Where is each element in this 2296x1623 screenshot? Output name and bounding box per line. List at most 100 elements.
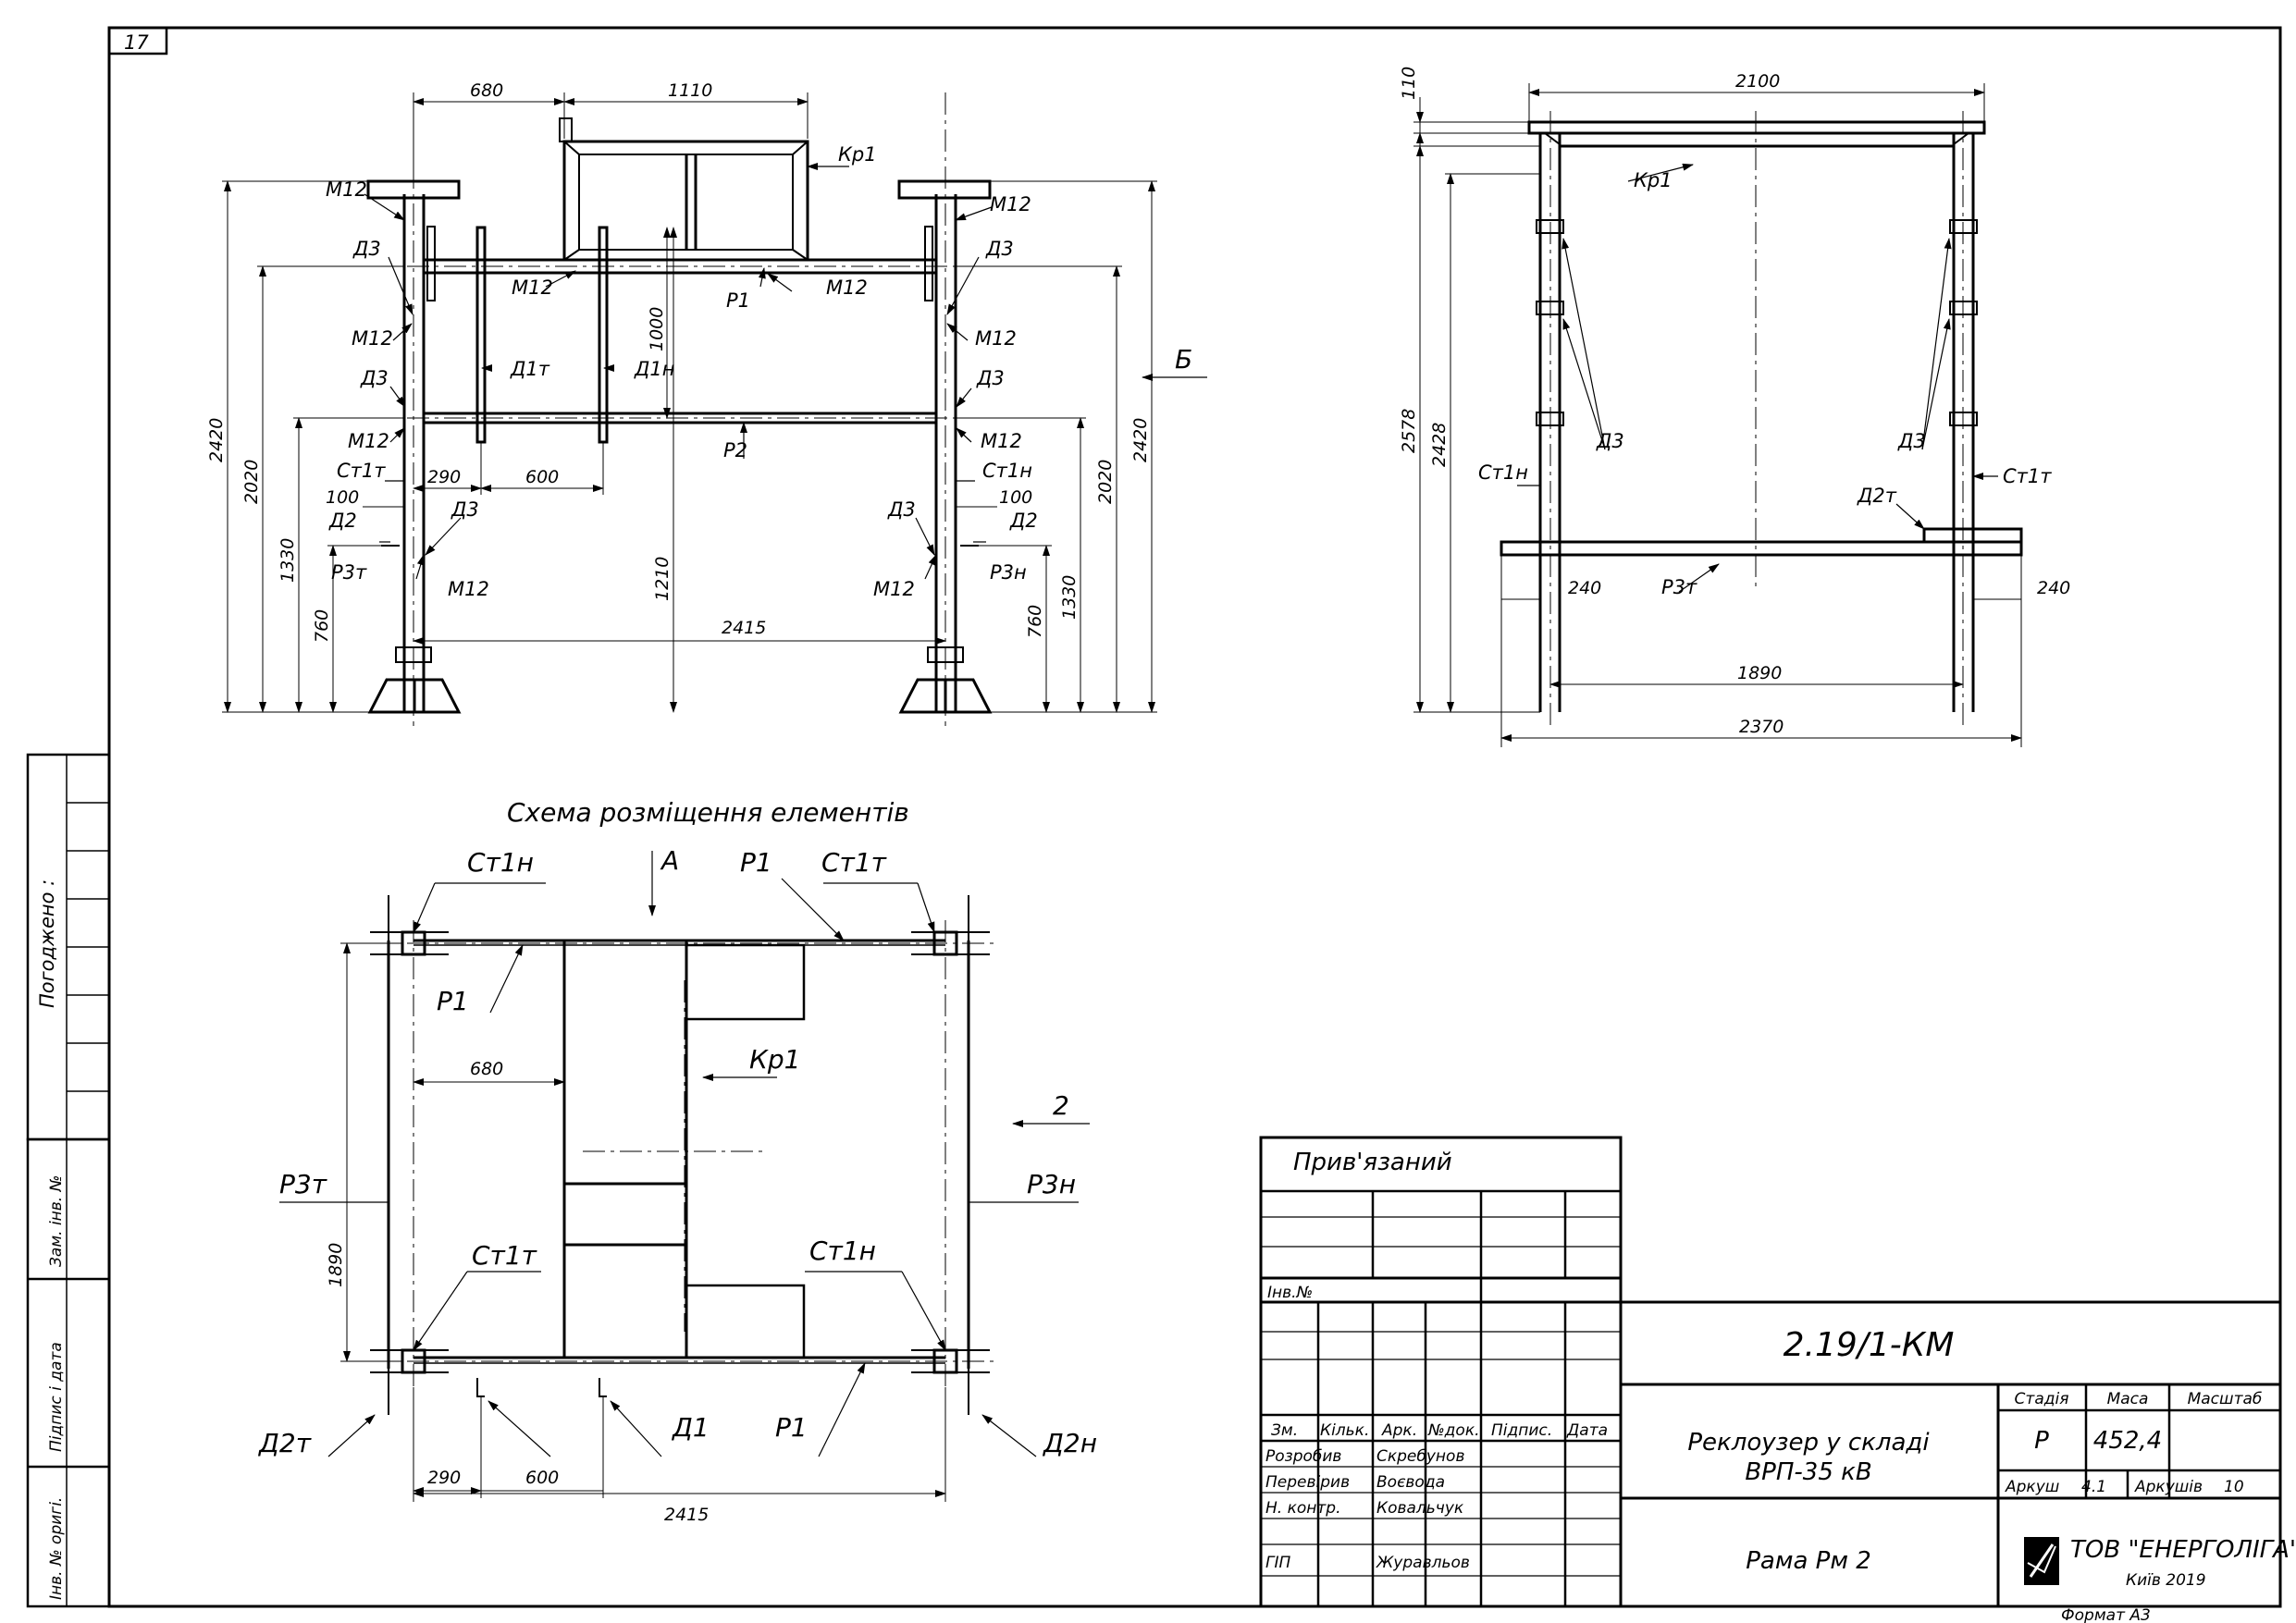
- tb-city-year: Київ 2019: [2126, 1571, 2206, 1590]
- tb-header-data: Дата: [1566, 1421, 1608, 1440]
- tb-header-zm: Зм.: [1271, 1421, 1298, 1440]
- pv-label-d2t: Д2т: [257, 1428, 312, 1458]
- sv-label-d2t: Д2т: [1857, 485, 1897, 507]
- fv-label-p3n: Р3н: [990, 561, 1027, 584]
- tb-row-role-0: Розробив: [1265, 1447, 1341, 1466]
- fv-label-view-b: Б: [1175, 344, 1192, 375]
- pv-dim-2415: 2415: [664, 1505, 709, 1525]
- tb-project-line1: Реклоузер у складі: [1687, 1429, 1930, 1457]
- plan-view-centerlines: [370, 920, 994, 1387]
- tb-sheets-total: 10: [2224, 1478, 2244, 1496]
- fv-label-m12-r4: М12: [873, 578, 915, 600]
- fv-label-st1t-l: Ст1т: [337, 460, 386, 482]
- company-logo: [2024, 1537, 2059, 1585]
- front-view-centerlines: [407, 92, 962, 726]
- fv-label-d3-tl: Д3: [352, 238, 381, 260]
- fv-label-d1t: Д1т: [510, 358, 550, 380]
- pv-label-st1t-bl: Ст1т: [472, 1240, 537, 1271]
- tb-linked: Прив'язаний: [1293, 1149, 1452, 1176]
- sv-label-st1t: Ст1т: [2003, 465, 2052, 487]
- tb-header-kilk: Кільк.: [1320, 1421, 1369, 1440]
- fv-dim-1330-left: 1330: [278, 538, 298, 583]
- tb-sheets-label: Аркушів: [2134, 1478, 2203, 1496]
- fv-label-d3-l3: Д3: [451, 498, 479, 521]
- fv-label-m12-l2: М12: [352, 327, 393, 350]
- side-view-dimension-lines: [1413, 83, 2022, 747]
- fv-label-d3-l2: Д3: [360, 367, 389, 389]
- pv-dim-1890: 1890: [326, 1243, 346, 1287]
- tb-row-name-0: Скребунов: [1376, 1447, 1464, 1466]
- tb-row-name-2: Ковальчук: [1376, 1499, 1464, 1518]
- fv-dim-100-left: 100: [326, 487, 359, 508]
- fv-dim-760-left: 760: [312, 609, 332, 643]
- pv-label-st1n-br: Ст1н: [809, 1236, 876, 1266]
- sheet-format: Формат А3: [2061, 1606, 2151, 1623]
- tb-drawing-title: Рама Рм 2: [1746, 1547, 1871, 1575]
- fv-dim-1330-right: 1330: [1059, 575, 1080, 620]
- pv-dim-290: 290: [427, 1468, 461, 1488]
- front-view-dimension-lines: [222, 92, 1157, 713]
- side-view-leaders: [1517, 163, 1998, 593]
- fv-label-d1n: Д1н: [634, 358, 675, 380]
- fv-label-kr1: Кр1: [838, 143, 877, 166]
- fv-label-st1n-r: Ст1н: [982, 460, 1032, 482]
- fv-label-m12-tr: М12: [990, 193, 1031, 215]
- fv-dim-1000: 1000: [647, 307, 667, 351]
- fv-dim-2420-left: 2420: [206, 418, 227, 462]
- side-view-centerlines: [1549, 111, 1964, 731]
- fv-label-m12-mid-r: М12: [826, 277, 868, 299]
- fv-label-p3t: Р3т: [331, 561, 367, 584]
- fv-label-m12-r3: М12: [981, 430, 1022, 452]
- tb-row-name-4: Журавльов: [1376, 1554, 1470, 1572]
- fv-label-d3-r2: Д3: [976, 367, 1005, 389]
- front-view-leaders: [364, 163, 1207, 580]
- fv-label-d2-l: Д2: [328, 510, 357, 532]
- fv-label-p2: Р2: [723, 439, 747, 461]
- pv-label-p1-bot: Р1: [775, 1412, 808, 1443]
- fv-dim-1210: 1210: [652, 557, 673, 601]
- tb-stage-label: Стадія: [2015, 1390, 2069, 1408]
- sv-dim-240-left: 240: [1568, 578, 1601, 598]
- fv-label-m12-tl: М12: [326, 178, 367, 201]
- sv-label-d3-left: Д3: [1596, 430, 1624, 452]
- tb-stage: Р: [2034, 1427, 2049, 1455]
- fv-dim-290: 290: [427, 467, 461, 487]
- sv-label-d3-right: Д3: [1897, 430, 1926, 452]
- pv-label-st1n-tl: Ст1н: [467, 847, 534, 878]
- pv-dim-680: 680: [470, 1059, 503, 1079]
- fv-dim-1110: 1110: [668, 80, 712, 101]
- pv-label-st1t-tr: Ст1т: [821, 847, 887, 878]
- tb-header-pidpys: Підпис.: [1491, 1421, 1552, 1440]
- tb-company: ТОВ "ЕНЕРГОЛІГА": [2070, 1536, 2296, 1564]
- tb-mass: 452,4: [2093, 1427, 2162, 1455]
- sign-date-label: Підпис і дата: [47, 1342, 66, 1452]
- left-stamp: [26, 753, 111, 1608]
- tb-row-name-1: Воєвода: [1376, 1473, 1445, 1492]
- plan-view-dimension-lines: [340, 942, 946, 1502]
- pv-label-view-2: 2: [1053, 1090, 1069, 1121]
- tb-sheet-label: Аркуш: [2005, 1478, 2059, 1496]
- tb-row-role-1: Перевірив: [1265, 1473, 1350, 1492]
- pv-label-p1-top: Р1: [740, 847, 772, 878]
- tb-inv-no: Інв.№: [1267, 1284, 1313, 1302]
- pv-label-d2n: Д2н: [1042, 1428, 1097, 1458]
- sv-label-p3t: Р3т: [1661, 576, 1697, 598]
- fv-dim-2020-right: 2020: [1095, 460, 1116, 504]
- tb-code: 2.19/1-КМ: [1784, 1326, 1955, 1364]
- title-block-lines: [1259, 1136, 2282, 1608]
- fv-label-d2-r: Д2: [1009, 510, 1038, 532]
- fv-dim-2420-right: 2420: [1130, 418, 1151, 462]
- pv-label-d1: Д1: [671, 1412, 710, 1443]
- plan-title: Схема розміщення елементів: [507, 797, 909, 828]
- pv-label-p3n: Р3н: [1027, 1169, 1076, 1199]
- sv-dim-240-right: 240: [2037, 578, 2070, 598]
- pv-label-p3t: Р3т: [279, 1169, 327, 1199]
- sv-dim-2428: 2428: [1429, 423, 1450, 467]
- tb-scale-label: Масштаб: [2188, 1390, 2263, 1408]
- fv-label-d3-r3: Д3: [887, 498, 916, 521]
- agreed-label: Погоджено :: [36, 879, 58, 1008]
- plan-view-leaders: [279, 851, 1090, 1457]
- fv-dim-2020-left: 2020: [241, 460, 262, 504]
- pv-label-p1-left: Р1: [437, 986, 469, 1016]
